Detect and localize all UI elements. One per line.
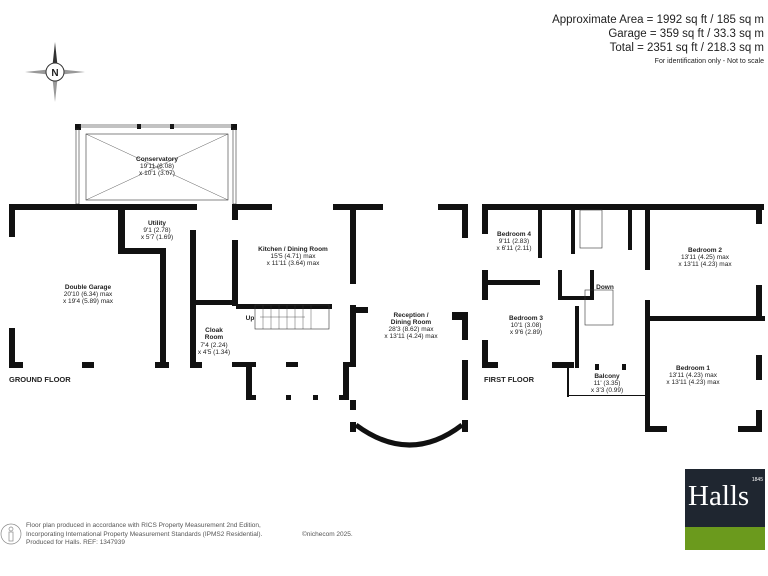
svg-text:x 19'4 (5.89) max: x 19'4 (5.89) max [63, 298, 114, 305]
room-double-garage: Double Garage 20'10 (6.34) max x 19'4 (5… [63, 284, 114, 305]
first-floor-walls [482, 204, 765, 432]
svg-text:11' (3.35): 11' (3.35) [594, 380, 621, 387]
room-kitchen-dining: Kitchen / Dining Room 15'5 (4.71) max x … [258, 246, 328, 267]
svg-text:Bedroom 2: Bedroom 2 [688, 247, 722, 254]
svg-text:9'11 (2.83): 9'11 (2.83) [499, 238, 529, 245]
room-balcony: Balcony 11' (3.35) x 3'3 (0.99) [591, 373, 623, 394]
footer-line-1: Floor plan produced in accordance with R… [26, 522, 261, 529]
svg-text:x 11'11 (3.64) max: x 11'11 (3.64) max [267, 260, 320, 267]
room-reception-dining: Reception / Dining Room 28'3 (8.62) max … [384, 312, 438, 340]
svg-text:10'1 (3.08): 10'1 (3.08) [511, 322, 542, 329]
svg-text:19'11 (6.08): 19'11 (6.08) [140, 163, 174, 170]
svg-text:x 13'11 (4.23) max: x 13'11 (4.23) max [666, 379, 720, 386]
svg-text:Bedroom 4: Bedroom 4 [497, 231, 531, 238]
room-conservatory: Conservatory 19'11 (6.08) x 10'1 (3.07) [136, 156, 178, 177]
stairs-down-label: Down [596, 284, 614, 291]
svg-text:x 4'5 (1.34): x 4'5 (1.34) [198, 349, 230, 356]
svg-text:Kitchen / Dining Room: Kitchen / Dining Room [258, 246, 328, 253]
logo-text: Halls [688, 480, 750, 512]
ground-floor-label: GROUND FLOOR [9, 375, 71, 384]
svg-text:7'4 (2.24): 7'4 (2.24) [200, 342, 227, 349]
footer-line-3: Produced for Halls. REF: 1347939 [26, 539, 125, 547]
svg-text:Room: Room [205, 334, 224, 341]
svg-text:Utility: Utility [148, 220, 166, 227]
svg-text:Bedroom 1: Bedroom 1 [676, 365, 710, 372]
room-bedroom-4: Bedroom 4 9'11 (2.83) x 6'11 (2.11) [497, 231, 532, 252]
first-floor-label: FIRST FLOOR [484, 375, 535, 384]
copyright: ©nichecom 2025. [302, 531, 353, 538]
svg-text:9'1 (2.78): 9'1 (2.78) [143, 227, 170, 234]
rics-person-icon [0, 523, 22, 545]
disclaimer: For identification only - Not to scale [654, 58, 764, 65]
svg-text:Balcony: Balcony [594, 373, 620, 380]
logo-year: 1845 [751, 477, 763, 483]
stairs-up-label: Up [246, 315, 255, 322]
svg-text:x 13'11 (4.23) max: x 13'11 (4.23) max [678, 261, 732, 268]
svg-text:Conservatory: Conservatory [136, 156, 178, 163]
approximate-area: Approximate Area = 1992 sq ft / 185 sq m [552, 14, 764, 26]
svg-text:Reception /: Reception / [393, 312, 428, 319]
svg-text:20'10 (6.34) max: 20'10 (6.34) max [64, 291, 113, 298]
ground-floor-walls [9, 124, 468, 448]
total-area: Total = 2351 sq ft / 218.3 sq m [609, 42, 764, 54]
logo-green-band [685, 527, 765, 550]
svg-text:Double Garage: Double Garage [65, 284, 112, 291]
svg-text:Cloak: Cloak [205, 327, 223, 334]
svg-text:x 13'11 (4.24) max: x 13'11 (4.24) max [384, 333, 438, 340]
svg-text:x 10'1 (3.07): x 10'1 (3.07) [139, 170, 175, 177]
compass-rose-icon: N [25, 42, 85, 102]
footer-notes: Floor plan produced in accordance with R… [26, 522, 262, 548]
svg-text:x 5'7 (1.69): x 5'7 (1.69) [141, 234, 173, 241]
garage-area: Garage = 359 sq ft / 33.3 sq m [608, 28, 764, 40]
svg-text:28'3 (8.62) max: 28'3 (8.62) max [389, 326, 435, 333]
room-utility: Utility 9'1 (2.78) x 5'7 (1.69) [141, 220, 173, 241]
svg-text:x 9'6 (2.89): x 9'6 (2.89) [510, 329, 542, 336]
halls-logo: Halls 1845 [685, 469, 765, 550]
svg-text:Bedroom 3: Bedroom 3 [509, 315, 543, 322]
svg-text:13'11 (4.25) max: 13'11 (4.25) max [681, 254, 730, 261]
room-bedroom-1: Bedroom 1 13'11 (4.23) max x 13'11 (4.23… [666, 365, 720, 386]
compass-north: N [51, 68, 58, 79]
room-bedroom-3: Bedroom 3 10'1 (3.08) x 9'6 (2.89) [509, 315, 543, 336]
svg-text:Dining Room: Dining Room [391, 319, 432, 326]
room-cloak-room: Cloak Room 7'4 (2.24) x 4'5 (1.34) [198, 327, 230, 356]
svg-text:x 6'11 (2.11): x 6'11 (2.11) [497, 245, 532, 252]
svg-text:13'11 (4.23) max: 13'11 (4.23) max [669, 372, 718, 379]
svg-text:x 3'3 (0.99): x 3'3 (0.99) [591, 387, 623, 394]
svg-text:15'5 (4.71) max: 15'5 (4.71) max [271, 253, 317, 260]
room-bedroom-2: Bedroom 2 13'11 (4.25) max x 13'11 (4.23… [678, 247, 732, 268]
footer-line-2: Incorporating International Property Mea… [26, 530, 263, 538]
